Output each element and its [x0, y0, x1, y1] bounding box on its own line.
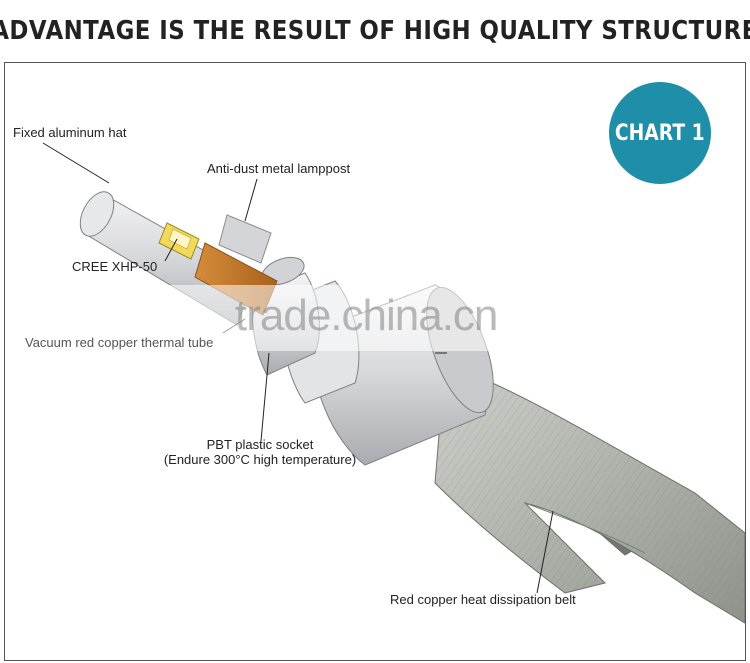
label-fixed-hat: Fixed aluminum hat	[13, 125, 127, 140]
watermark-band	[5, 285, 745, 351]
label-lamppost: Anti-dust metal lamppost	[207, 161, 351, 176]
label-thermal-tube: Vacuum red copper thermal tube	[25, 335, 214, 350]
page-title: ADVANTAGE IS THE RESULT OF HIGH QUALITY …	[0, 16, 750, 46]
label-socket-line2: (Endure 300°C high temperature)	[163, 452, 357, 467]
chart-badge: CHART 1	[609, 82, 711, 184]
label-belt: Red copper heat dissipation belt	[390, 592, 576, 607]
leader-lines	[42, 142, 554, 594]
heat-dissipation-belt	[434, 362, 745, 624]
watermark-text: trade.china.cn	[235, 291, 498, 340]
label-socket-line1: PBT plastic socket	[206, 437, 314, 452]
label-cree: CREE XHP-50	[72, 259, 158, 274]
diagram-frame: trade.china.cn CHART 1 Fixed aluminum ha…	[4, 62, 746, 661]
header: ADVANTAGE IS THE RESULT OF HIGH QUALITY …	[0, 0, 750, 62]
chart-badge-label: CHART 1	[615, 120, 705, 146]
label-socket: PBT plastic socket (Endure 300°C high te…	[155, 437, 365, 467]
